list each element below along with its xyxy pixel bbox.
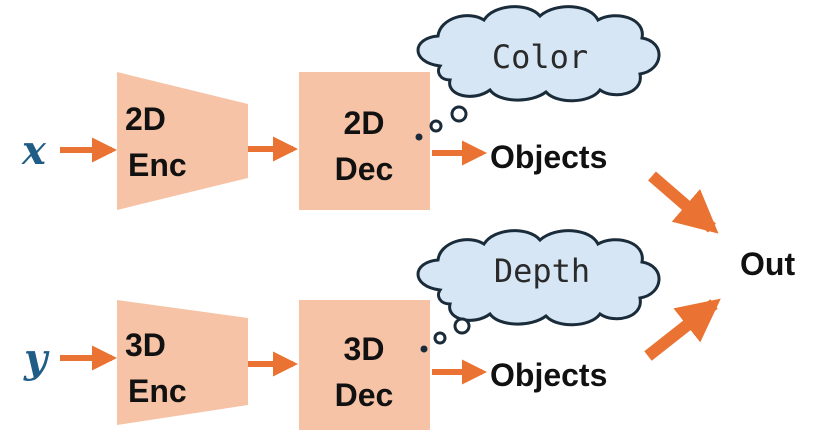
color-thought-bubble-small [415, 133, 423, 141]
depth-thought-bubble-small [420, 345, 428, 353]
depth-thought-text: Depth [494, 252, 590, 290]
3d-decoder-label-line1: 3D [344, 331, 385, 367]
3d-encoder-label-line2: Enc [128, 373, 187, 409]
3d-encoder-label-line1: 3D [125, 327, 166, 363]
arrow-2d-objects-to-out [648, 171, 719, 234]
color-thought-bubble-medium [429, 119, 443, 133]
depth-thought-bubble-medium [433, 331, 447, 345]
3d-decoder-block [299, 300, 430, 430]
3d-decoder-label-line2: Dec [335, 377, 394, 413]
depth-thought-cloud: Depth [416, 229, 661, 327]
3d-objects-label: Objects [490, 357, 607, 393]
color-thought-cloud: Color [416, 5, 661, 103]
arrow-3d-objects-to-out [644, 298, 721, 361]
output-label: Out [740, 246, 795, 282]
2d-decoder-label-line1: 2D [344, 105, 385, 141]
2d-decoder-label-line2: Dec [335, 151, 394, 187]
2d-decoder-block [299, 72, 430, 210]
3d-encoder-block [117, 300, 248, 425]
2d-objects-label: Objects [490, 139, 607, 175]
2d-encoder-label-line2: Enc [128, 147, 187, 183]
input-x-label: x [21, 127, 47, 174]
color-thought-text: Color [492, 38, 588, 76]
input-y-label: y [23, 335, 50, 382]
depth-thought-bubble-large [453, 317, 471, 335]
2d-encoder-label-line1: 2D [125, 101, 166, 137]
2d-encoder-block [117, 72, 248, 210]
color-thought-bubble-large [450, 105, 468, 123]
